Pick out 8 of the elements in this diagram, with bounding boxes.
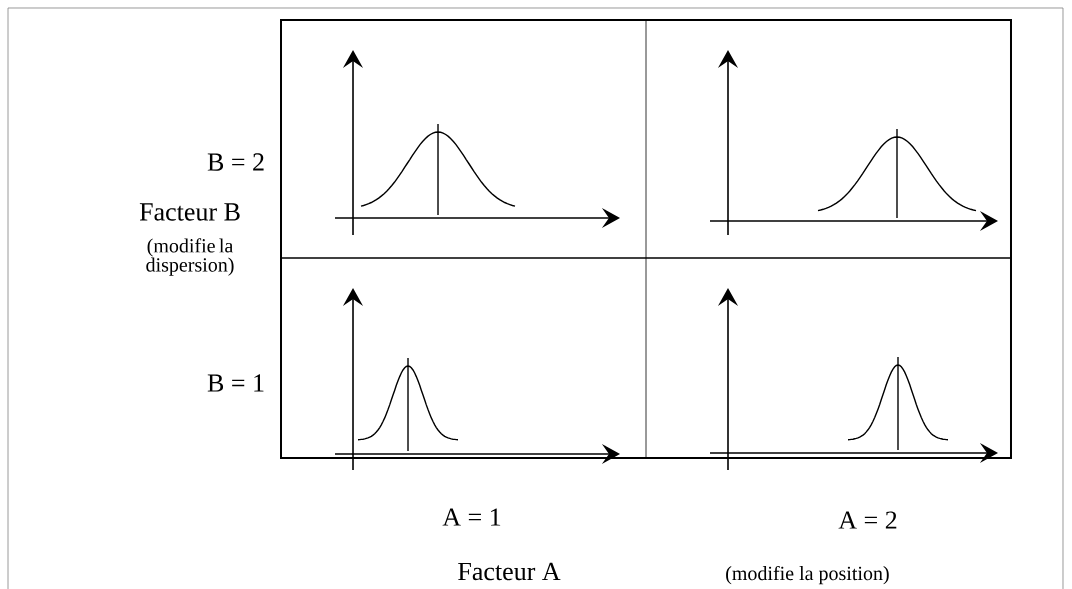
level-label: B = 2 [207,153,264,171]
factor-note: (modifie la dispersion) [146,238,234,276]
level-label: A = 1 [442,508,501,526]
factor-note: (modifie la position) [726,565,889,585]
factor-label: Facteur B [139,203,240,221]
level-label: A = 2 [838,511,897,529]
level-label: B = 1 [207,374,264,392]
factor-label: Facteur A [458,562,561,581]
